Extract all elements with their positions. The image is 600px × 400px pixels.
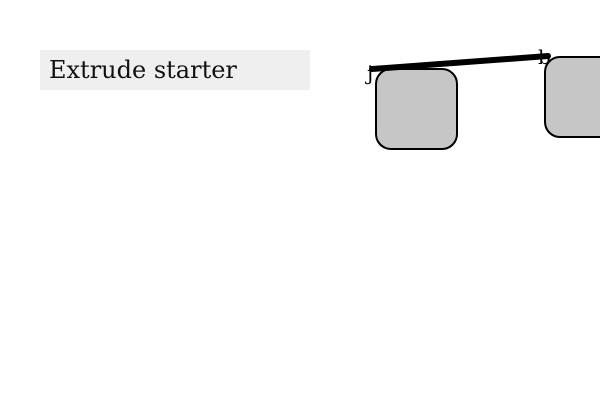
- title-text: Extrude starter: [49, 56, 237, 84]
- title-label: Extrude starter: [40, 50, 310, 90]
- edge-j-b[interactable]: [369, 53, 551, 72]
- node-b-label: b: [538, 45, 551, 69]
- node-j[interactable]: [375, 68, 458, 150]
- node-j-label: j: [365, 61, 373, 85]
- node-b[interactable]: [544, 56, 600, 138]
